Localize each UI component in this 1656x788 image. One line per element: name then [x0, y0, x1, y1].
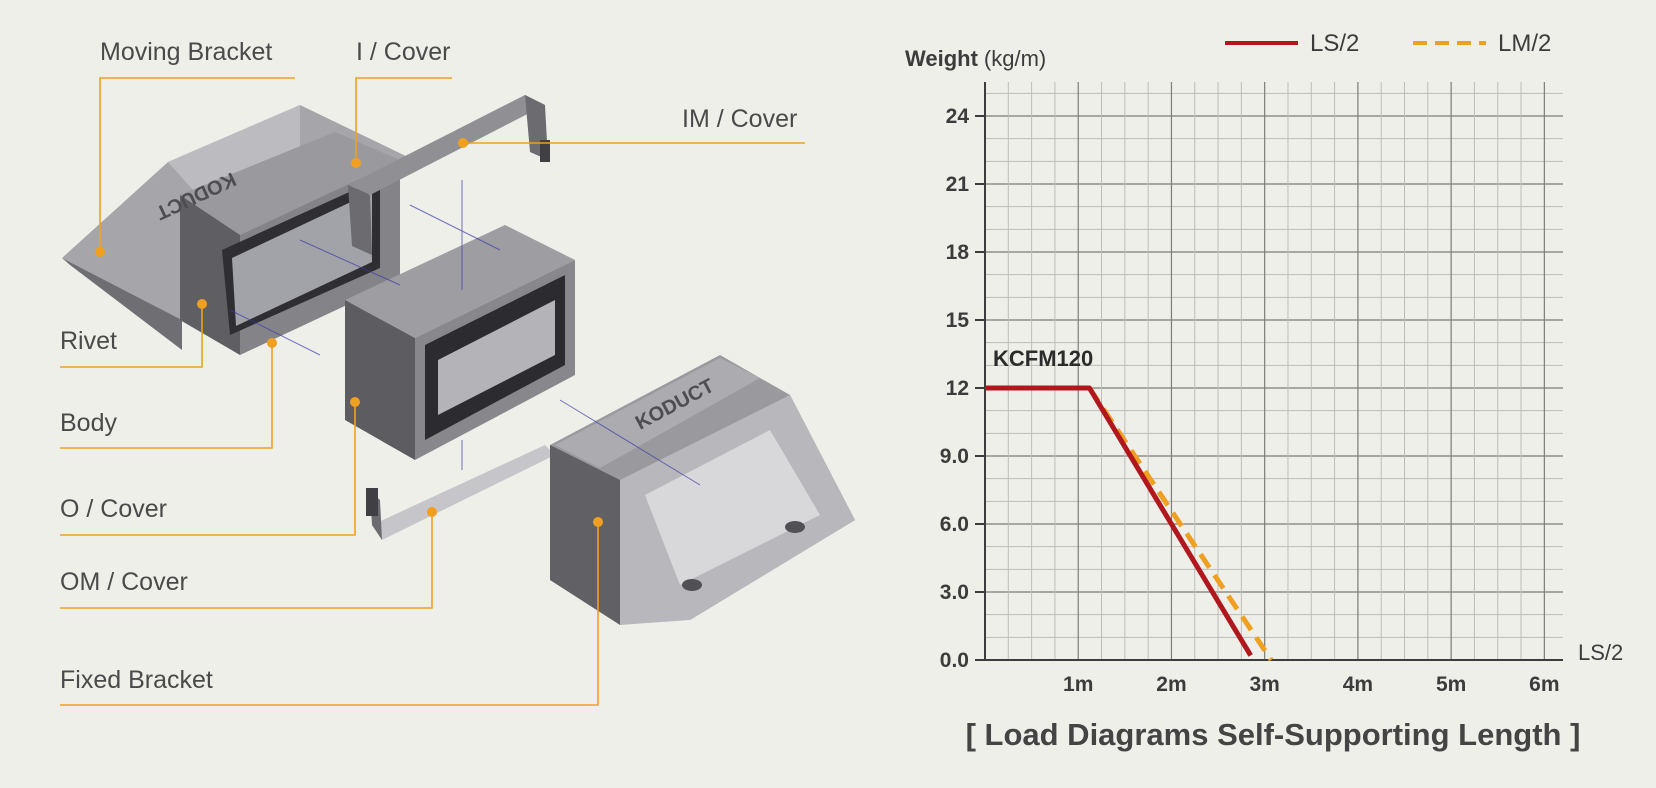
label-rivet: Rivet [60, 327, 117, 355]
x-axis-title: LS/2 [1578, 640, 1623, 665]
y-tick-label: 0.0 [940, 649, 969, 672]
label-fixed-bracket: Fixed Bracket [60, 666, 213, 694]
label-o-cover: O / Cover [60, 495, 167, 523]
x-tick-label: 1m [1063, 673, 1093, 696]
y-axis-title-unit: (kg/m) [984, 46, 1046, 71]
y-tick-label: 9.0 [940, 445, 969, 468]
legend-label-lm2: LM/2 [1498, 30, 1551, 57]
y-tick-label: 21 [946, 173, 970, 196]
leader-lines [60, 77, 805, 706]
om-cover-part [366, 445, 555, 540]
x-tick-label: 5m [1436, 673, 1466, 696]
y-tick-label: 3.0 [940, 581, 969, 604]
series-line-ls2 [985, 385, 1253, 657]
x-tick-label: 3m [1249, 673, 1279, 696]
x-tick-label: 2m [1156, 673, 1186, 696]
y-tick-label: 12 [946, 377, 969, 400]
exploded-illustration: KODUCT [60, 38, 855, 706]
label-moving-bracket: Moving Bracket [100, 38, 272, 66]
fixed-bracket-part: KODUCT [550, 355, 855, 625]
body-part [345, 225, 575, 460]
y-axis-title: Weight(kg/m) [905, 46, 1046, 71]
x-tick-labels: 1m 2m 3m 4m 5m 6m [1063, 673, 1559, 696]
y-axis-title-bold: Weight [905, 46, 979, 71]
chart-grid [984, 82, 1563, 661]
label-body: Body [60, 409, 117, 437]
assembly-axis-lines [229, 180, 701, 486]
chart-axes [975, 82, 1563, 661]
chart-caption: [ Load Diagrams Self-Supporting Length ] [966, 717, 1581, 752]
y-tick-label: 24 [946, 105, 970, 128]
series-line-lm2 [1087, 386, 1274, 662]
y-tick-label: 15 [946, 309, 970, 332]
load-chart: 0.0 3.0 6.0 9.0 12 15 18 21 24 1m 2m 3m 4m 5m 6m Weig… [905, 30, 1623, 752]
series-annotation: KCFM120 [993, 346, 1093, 371]
y-tick-label: 6.0 [940, 513, 969, 536]
chart-legend: LS/2 LM/2 [1225, 30, 1551, 57]
chart-series [985, 385, 1274, 662]
x-tick-label: 6m [1529, 673, 1559, 696]
x-tick-label: 4m [1343, 673, 1373, 696]
y-tick-label: 18 [946, 241, 970, 264]
y-tick-labels: 0.0 3.0 6.0 9.0 12 15 18 21 24 [940, 105, 970, 672]
label-i-cover: I / Cover [356, 38, 450, 66]
label-om-cover: OM / Cover [60, 568, 188, 596]
label-im-cover: IM / Cover [682, 105, 797, 133]
legend-label-ls2: LS/2 [1310, 30, 1359, 57]
